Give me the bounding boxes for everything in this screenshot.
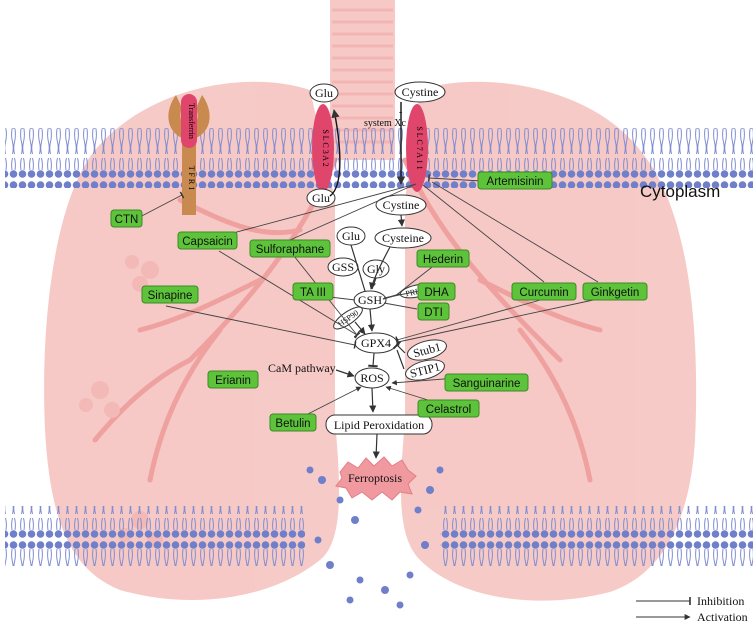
legend-activation: Activation (697, 610, 748, 624)
svg-text:Artemisinin: Artemisinin (487, 176, 544, 188)
top-membrane (5, 128, 753, 188)
svg-text:Sanguinarine: Sanguinarine (453, 378, 521, 390)
svg-text:GPX4: GPX4 (361, 336, 391, 350)
tfr1-label: T F R 1 (187, 166, 196, 191)
svg-text:DHA: DHA (424, 287, 449, 299)
gss-node: GSS (327, 257, 359, 277)
drug-ctn: CTN (110, 209, 143, 228)
slc3a2-label: S L C 3 A 2 (321, 129, 330, 166)
svg-text:GSS: GSS (332, 260, 354, 274)
lung-background (44, 0, 697, 601)
svg-text:Ferroptosis: Ferroptosis (348, 471, 402, 485)
svg-text:Betulin: Betulin (275, 418, 310, 430)
drug-capsaicin: Capsaicin (177, 231, 238, 250)
transferrin-shape (181, 94, 197, 148)
drug-betulin: Betulin (269, 413, 317, 432)
gpx4-node: GPX4 (354, 332, 398, 354)
legend-inhibition: Inhibition (697, 594, 744, 608)
drug-celastrol: Celastrol (417, 399, 480, 418)
cam-pathway-label: CaM pathway (268, 361, 336, 375)
svg-text:Cystine: Cystine (383, 198, 420, 212)
gsh-node: GSH (353, 290, 387, 310)
drug-dha: DHA (417, 282, 456, 301)
bottom-membrane (5, 466, 753, 609)
svg-text:Cysteine: Cysteine (382, 231, 424, 245)
drug-sulforaphane: Sulforaphane (249, 239, 331, 258)
drug-sinapine: Sinapine (141, 285, 199, 304)
glu-inner-node: Glu (336, 226, 366, 246)
slc7a11-transporter: S L C 7 A 1 1 (406, 104, 428, 192)
svg-text:DTI: DTI (424, 307, 443, 319)
stub1-node: Stub1 (407, 339, 447, 361)
ros-node: ROS (354, 367, 390, 389)
svg-text:Ginkgetin: Ginkgetin (591, 287, 640, 299)
drug-curcumin: Curcumin (511, 282, 577, 301)
drug-dti: DTI (417, 302, 450, 321)
drug-target-lines (135, 174, 599, 418)
glu-top-node: Glu (309, 83, 339, 103)
transferrin-label: Transferrin (187, 103, 196, 139)
svg-text:Hederin: Hederin (423, 254, 463, 266)
svg-text:CTN: CTN (115, 214, 139, 226)
lipid-peroxidation-node: Lipid Peroxidation (325, 414, 433, 435)
svg-text:Cystine: Cystine (402, 85, 439, 99)
cysteine-node: Cysteine (374, 227, 432, 249)
cytoplasm-label: Cytoplasm (640, 182, 720, 201)
svg-text:Glu: Glu (312, 191, 330, 205)
drug-hederin: Hederin (416, 249, 470, 268)
drug-artemisinin: Artemisinin (477, 171, 553, 190)
svg-text:Celastrol: Celastrol (426, 404, 471, 416)
glu-export-arrow (329, 109, 341, 197)
svg-text:TA III: TA III (300, 287, 326, 299)
slc3a2-transporter: S L C 3 A 2 (312, 104, 334, 192)
drug-sanguinarine: Sanguinarine (444, 373, 529, 392)
svg-text:Sinapine: Sinapine (148, 290, 193, 302)
legend: Inhibition Activation (636, 594, 748, 624)
glu-bottom-node: Glu (306, 188, 336, 208)
drug-erianin: Erianin (207, 370, 259, 389)
svg-text:Capsaicin: Capsaicin (182, 236, 233, 248)
svg-text:ROS: ROS (360, 371, 383, 385)
system-xc-label: system Xc (364, 118, 407, 129)
svg-text:Glu: Glu (315, 86, 333, 100)
ferroptosis-node: Ferroptosis (335, 456, 417, 501)
svg-text:Glu: Glu (342, 229, 360, 243)
svg-text:GSH: GSH (358, 293, 382, 307)
svg-text:Erianin: Erianin (215, 375, 251, 387)
drug-ginkgetin: Ginkgetin (582, 282, 648, 301)
svg-text:Lipid Peroxidation: Lipid Peroxidation (334, 418, 424, 432)
slc7a11-label: S L C 7 A 1 1 (415, 126, 424, 169)
svg-text:Curcumin: Curcumin (519, 287, 568, 299)
tfr1-receptor: Transferrin T F R 1 (168, 94, 210, 215)
cystine-top-node: Cystine (394, 81, 446, 103)
stip1-node: STIP1 (405, 359, 445, 381)
svg-text:Sulforaphane: Sulforaphane (256, 244, 324, 256)
drug-ta-iii: TA III (292, 282, 334, 301)
